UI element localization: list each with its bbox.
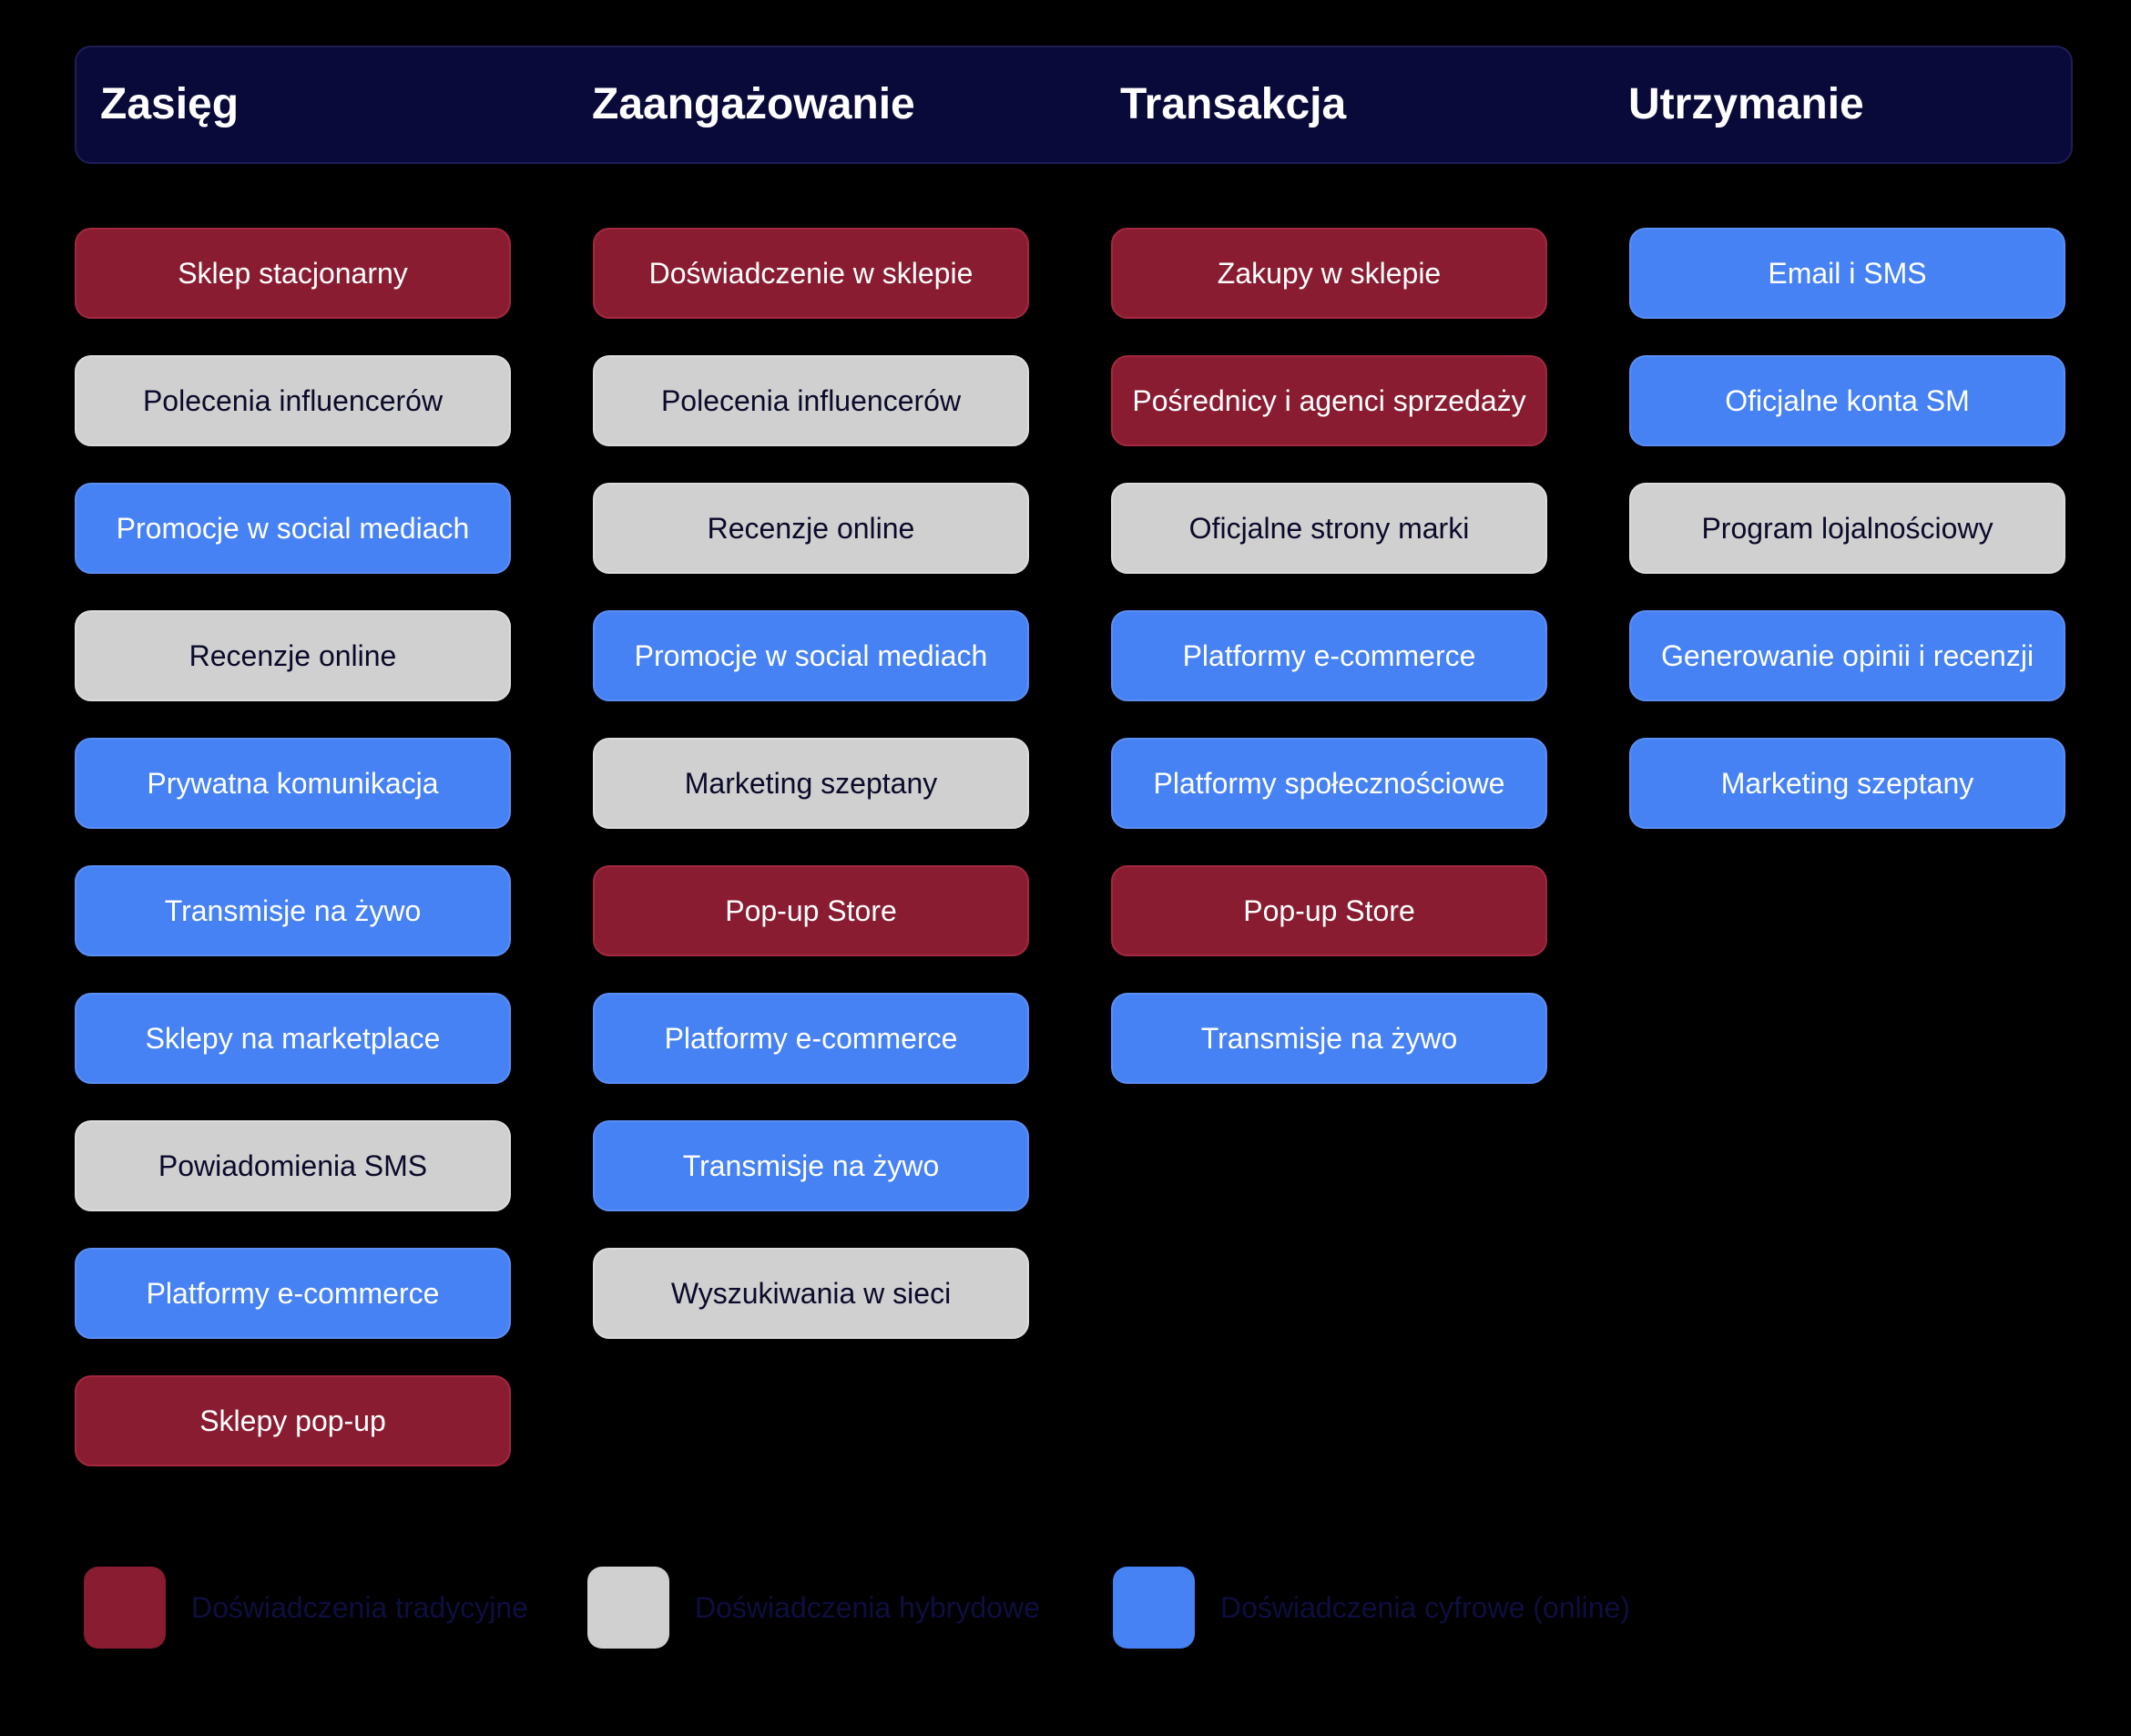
channel-pill: Sklep stacjonarny: [75, 228, 511, 319]
legend-label-traditional: Doświadczenia tradycyjne: [191, 1590, 528, 1624]
channel-pill: Email i SMS: [1629, 228, 2065, 319]
channel-pill: Promocje w social mediach: [593, 610, 1029, 701]
channel-pill: Pop-up Store: [1111, 865, 1547, 956]
channel-pill: Pop-up Store: [593, 865, 1029, 956]
channel-pill: Pośrednicy i agenci sprzedaży: [1111, 355, 1547, 446]
header-title-engagement: Zaangażowanie: [592, 80, 915, 128]
header-title-transaction: Transakcja: [1120, 80, 1347, 128]
channel-pill: Marketing szeptany: [593, 738, 1029, 829]
channel-pill: Promocje w social mediach: [75, 483, 511, 574]
legend-item-traditional: Doświadczenia tradycyjne: [84, 1567, 528, 1649]
legend-item-digital: Doświadczenia cyfrowe (online): [1113, 1567, 1630, 1649]
legend-label-hybrid: Doświadczenia hybrydowe: [695, 1590, 1040, 1624]
channel-pill: Transmisje na żywo: [1111, 993, 1547, 1084]
header-title-retention: Utrzymanie: [1628, 80, 1864, 128]
channel-pill: Platformy e-commerce: [593, 993, 1029, 1084]
channel-pill: Transmisje na żywo: [593, 1120, 1029, 1211]
channel-pill: Sklepy pop-up: [75, 1375, 511, 1466]
channel-pill: Platformy społecznościowe: [1111, 738, 1547, 829]
channel-pill: Wyszukiwania w sieci: [593, 1248, 1029, 1339]
legend-item-hybrid: Doświadczenia hybrydowe: [587, 1567, 1040, 1649]
channel-pill: Powiadomienia SMS: [75, 1120, 511, 1211]
channel-pill: Prywatna komunikacja: [75, 738, 511, 829]
legend-swatch-hybrid: [587, 1567, 669, 1649]
legend-swatch-digital: [1113, 1567, 1195, 1649]
column-retention: Email i SMS Oficjalne konta SM Program loj…: [1629, 228, 2065, 865]
channel-pill: Polecenia influencerów: [593, 355, 1029, 446]
channel-pill: Platformy e-commerce: [75, 1248, 511, 1339]
channel-pill: Zakupy w sklepie: [1111, 228, 1547, 319]
channel-pill: Platformy e-commerce: [1111, 610, 1547, 701]
channel-pill: Transmisje na żywo: [75, 865, 511, 956]
legend-label-digital: Doświadczenia cyfrowe (online): [1220, 1590, 1630, 1624]
channel-pill: Oficjalne konta SM: [1629, 355, 2065, 446]
channel-pill: Doświadczenie w sklepie: [593, 228, 1029, 319]
header-title-reach: Zasięg: [100, 80, 240, 128]
channel-pill: Polecenia influencerów: [75, 355, 511, 446]
channel-pill: Marketing szeptany: [1629, 738, 2065, 829]
channel-pill: Oficjalne strony marki: [1111, 483, 1547, 574]
channel-pill: Sklepy na marketplace: [75, 993, 511, 1084]
channel-pill: Generowanie opinii i recenzji: [1629, 610, 2065, 701]
legend-swatch-traditional: [84, 1567, 166, 1649]
channel-pill: Program lojalnościowy: [1629, 483, 2065, 574]
channel-pill: Recenzje online: [75, 610, 511, 701]
header-bar: [75, 46, 2073, 164]
channel-pill: Recenzje online: [593, 483, 1029, 574]
